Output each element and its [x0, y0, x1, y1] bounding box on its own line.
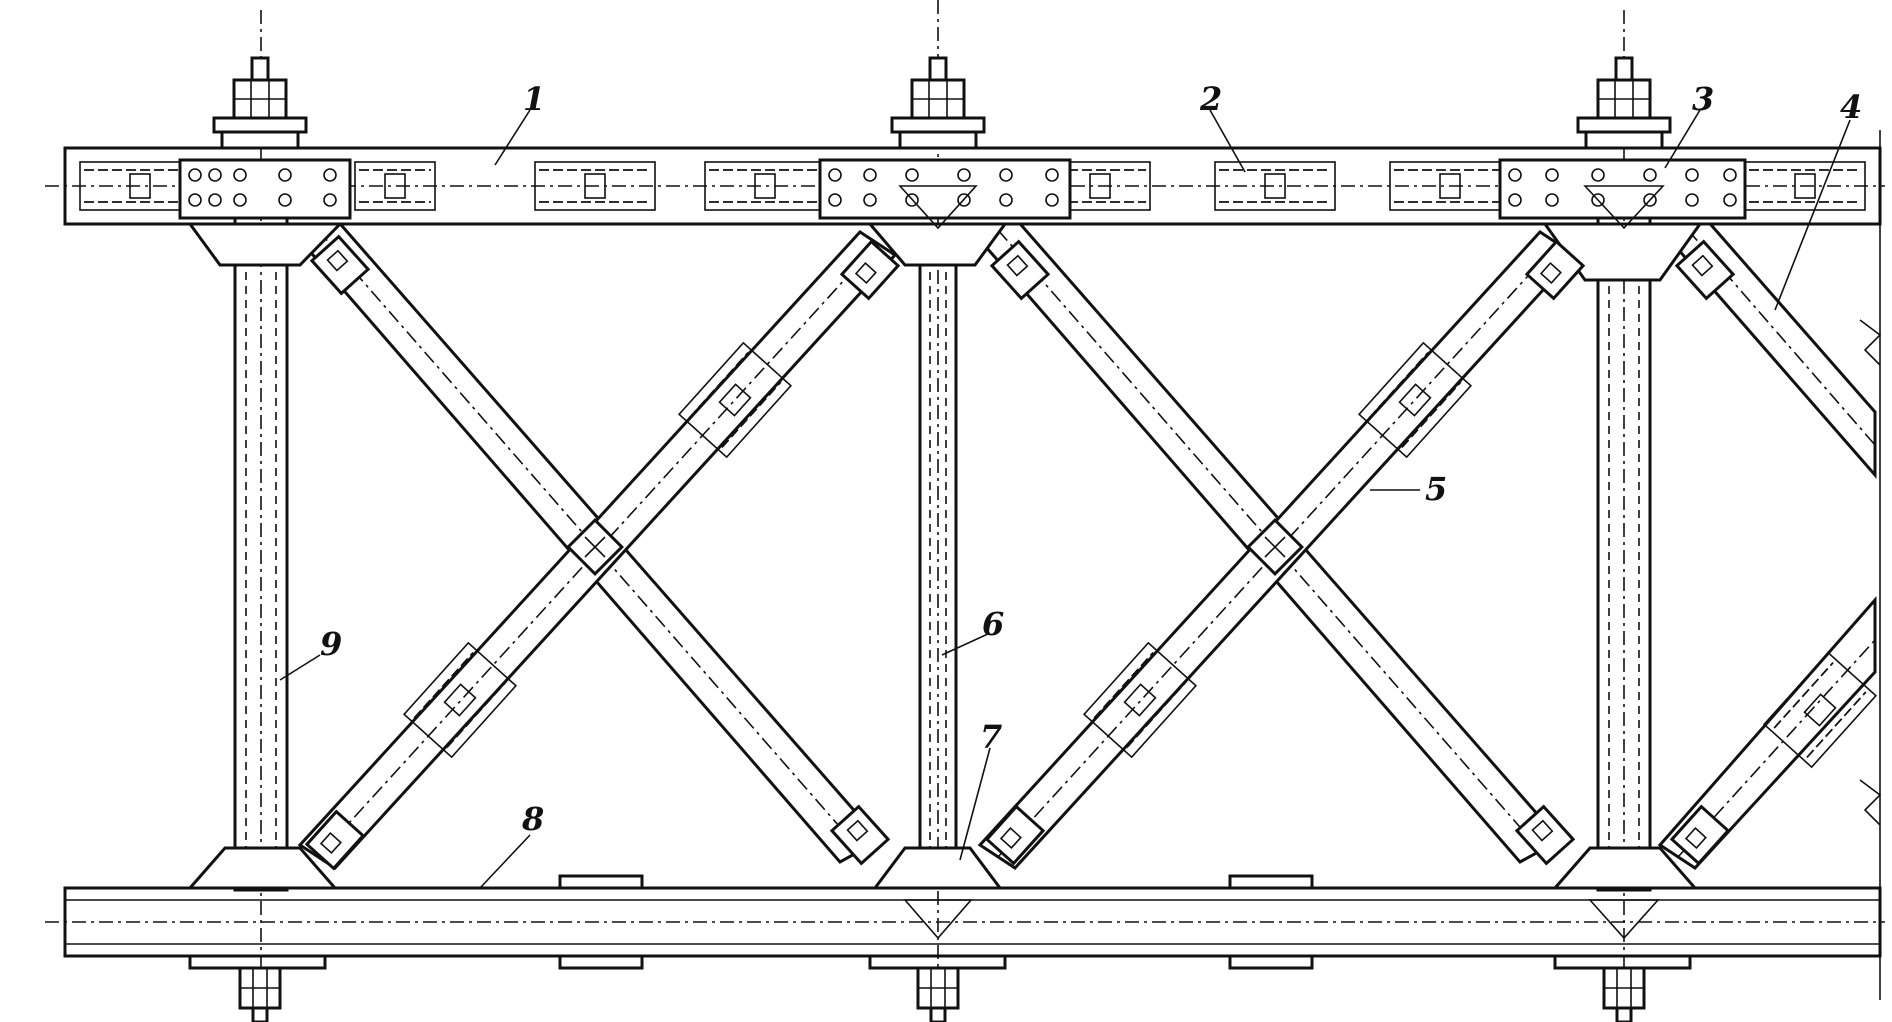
- top-node-plates: [178, 158, 1747, 282]
- callout-9: 9: [320, 625, 342, 663]
- callout-3: 3: [1692, 80, 1714, 118]
- brace-splice-plates: [402, 341, 1878, 769]
- brace-end-plates: [304, 234, 1736, 871]
- bottom-bolt-left: [238, 966, 282, 1022]
- callout-8: 8: [521, 800, 544, 838]
- top-bolt-right: [1576, 56, 1672, 150]
- callout-1: 1: [523, 80, 545, 118]
- callouts: 1 2 3 4 5 6 7 8 9: [320, 80, 1862, 838]
- bottom-bolt-right: [1602, 966, 1646, 1022]
- callout-2: 2: [1199, 80, 1222, 118]
- callout-7: 7: [980, 718, 1002, 756]
- break-line: [1859, 130, 1882, 1000]
- callout-6: 6: [982, 605, 1004, 643]
- bottom-bolt-middle: [916, 966, 960, 1022]
- bottom-node-plates: [186, 846, 1699, 940]
- callout-5: 5: [1425, 470, 1447, 508]
- top-bolt-middle: [890, 56, 986, 150]
- top-bolt-left: [212, 56, 308, 150]
- callout-4: 4: [1840, 88, 1862, 126]
- callout-leaders: [279, 109, 1851, 889]
- bolt-holes-top: [188, 168, 1737, 207]
